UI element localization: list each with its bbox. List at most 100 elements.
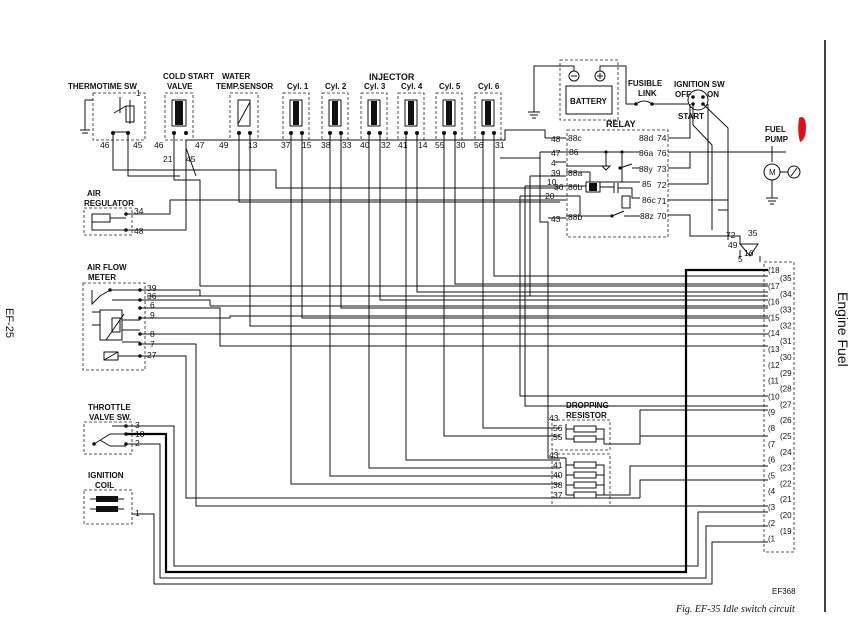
thermotime-pin-45: 45 — [133, 140, 143, 150]
air-flow-pin-36: 36 — [147, 291, 157, 301]
air-regulator-label-2: REGULATOR — [84, 199, 134, 208]
relay-pin-88y: 88y — [639, 164, 653, 174]
cyl4-pin-41: 41 — [398, 140, 408, 150]
cyl6-pin-31: 31 — [495, 140, 505, 150]
connector-top-5: 5 — [738, 254, 743, 264]
cold-start-pin-46: 46 — [154, 140, 164, 150]
cyl3-pin-32: 32 — [381, 140, 391, 150]
relay-pin-43: 43 — [551, 214, 561, 224]
throttle-label-1: THROTTLE — [88, 403, 131, 412]
relay-pin-36: 36 — [554, 182, 564, 192]
connector-pin-6: (6 — [768, 456, 776, 465]
cold-start-pin-45: 45 — [186, 154, 196, 164]
connector-pin-8: (8 — [768, 424, 776, 433]
fuel-pump-label-1: FUEL — [765, 125, 786, 134]
dropping-label-1: DROPPING — [566, 401, 609, 410]
cyl6-label: Cyl. 6 — [478, 82, 500, 91]
dropping-top-pin-55: 55 — [553, 432, 563, 442]
connector-pin-30: (30 — [780, 353, 792, 362]
air-flow-pin-9: 9 — [150, 310, 155, 320]
dropping-top-pin-43: 43 — [549, 413, 559, 423]
throttle-pin-2: 2 — [135, 438, 140, 448]
cold-start-label-1: COLD START — [163, 72, 214, 81]
cyl5-pin-30: 30 — [456, 140, 466, 150]
battery: BATTERY — [528, 59, 619, 121]
dropping-label-2: RESISTOR — [566, 411, 607, 420]
cyl2-pin-33: 33 — [342, 140, 352, 150]
ignition-start-label: START — [678, 112, 704, 121]
relay-pin-73: 73 — [657, 164, 667, 174]
relay-pin-86a: 86a — [639, 148, 653, 158]
connector-pin-24: (24 — [780, 448, 792, 457]
dropping-top-pin-56: 56 — [553, 423, 563, 433]
dropping-bottom-pin-38: 38 — [553, 480, 563, 490]
relay-pin-76: 76 — [657, 148, 667, 158]
side-title: Engine Fuel — [835, 292, 851, 367]
dropping-bottom-pin-40: 40 — [553, 470, 563, 480]
connector-top: 72 35 49 16 5 — [726, 200, 759, 264]
dropping-bottom-pin-37: 37 — [553, 490, 563, 500]
cyl4-label: Cyl. 4 — [401, 82, 423, 91]
connector-pin-26: (26 — [780, 416, 792, 425]
cyl2-pin-38: 38 — [321, 140, 331, 150]
connector-pin-9: (9 — [768, 408, 776, 417]
air-flow-pin-27: 27 — [147, 350, 157, 360]
misc-wires — [112, 133, 768, 498]
ignition-coil-label-1: IGNITION — [88, 471, 124, 480]
fuel-pump-label-2: PUMP — [765, 135, 789, 144]
fuel-pump: FUEL PUMP M — [763, 117, 806, 205]
connector-pin-23: (23 — [780, 464, 792, 473]
connector-pin-27: (27 — [780, 400, 792, 409]
relay-pin-47: 47 — [551, 148, 561, 158]
water-temp-label-1: WATER — [222, 72, 251, 81]
connector-pin-15: (15 — [768, 313, 780, 322]
relay-pin-85: 85 — [642, 179, 652, 189]
connector-pin-1: (1 — [768, 535, 776, 544]
connector-pin-13: (13 — [768, 345, 780, 354]
connector-pin-4: (4 — [768, 487, 776, 496]
connector-top-72: 72 — [726, 230, 736, 240]
ignition-coil-label-2: COIL — [95, 481, 114, 490]
relay-pin-4: 4 — [551, 158, 556, 168]
relay-pin-74: 74 — [657, 133, 667, 143]
cyl1-label: Cyl. 1 — [287, 82, 309, 91]
dropping-resistor-top: DROPPING RESISTOR 43 56 55 — [549, 401, 611, 451]
cyl4-pin-14: 14 — [418, 140, 428, 150]
battery-label: BATTERY — [570, 97, 608, 106]
relay-pin-86b: 86b — [568, 182, 582, 192]
throttle-label-2: VALVE SW. — [89, 413, 131, 422]
throttle-valve-switch: THROTTLE VALVE SW. 3 18 2 — [83, 268, 768, 579]
water-temp-sensor: WATER TEMP.SENSOR 49 13 — [216, 72, 273, 150]
relay-wiring — [147, 104, 786, 420]
connector-pin-33: (33 — [780, 306, 792, 315]
connector-pin-14: (14 — [768, 329, 780, 338]
connector-pin-29: (29 — [780, 369, 792, 378]
cold-start-valve: COLD START VALVE 46 47 21 45 — [154, 72, 214, 164]
connector-pin-22: (22 — [780, 479, 792, 488]
connector-pin-11: (11 — [768, 377, 780, 386]
injector-header: INJECTOR — [369, 72, 415, 82]
injector-wires — [238, 133, 768, 485]
relay-pin-71: 71 — [657, 196, 667, 206]
water-temp-pin-13: 13 — [248, 140, 258, 150]
fuel-pump-red-mark — [798, 117, 806, 142]
connector-pin-18: (18 — [768, 266, 780, 275]
air-regulator-label-1: AIR — [87, 189, 101, 198]
dropping-bottom-pin-41: 41 — [553, 460, 563, 470]
relay-pin-72: 72 — [657, 180, 667, 190]
relay-pin-70: 70 — [657, 211, 667, 221]
connector-pin-20: (20 — [780, 511, 792, 520]
ignition-coil: IGNITION COIL 1 — [83, 471, 768, 585]
relay-pin-88z: 88z — [640, 211, 654, 221]
water-temp-pin-49: 49 — [219, 140, 229, 150]
air-flow-meter: AIR FLOW METER 39 36 6 9 8 7 27 — [82, 263, 768, 507]
cyl6-pin-56: 56 — [474, 140, 484, 150]
connector-top-35: 35 — [748, 228, 758, 238]
water-temp-label-2: TEMP.SENSOR — [216, 82, 273, 91]
cyl3-pin-40: 40 — [360, 140, 370, 150]
fusible-link: FUSIBLE LINK — [599, 65, 688, 106]
air-reg-pin-34: 34 — [134, 206, 144, 216]
relay-pin-88a: 88a — [568, 168, 582, 178]
air-flow-label-2: METER — [88, 273, 116, 282]
relay-pin-10: 10 — [547, 177, 557, 187]
